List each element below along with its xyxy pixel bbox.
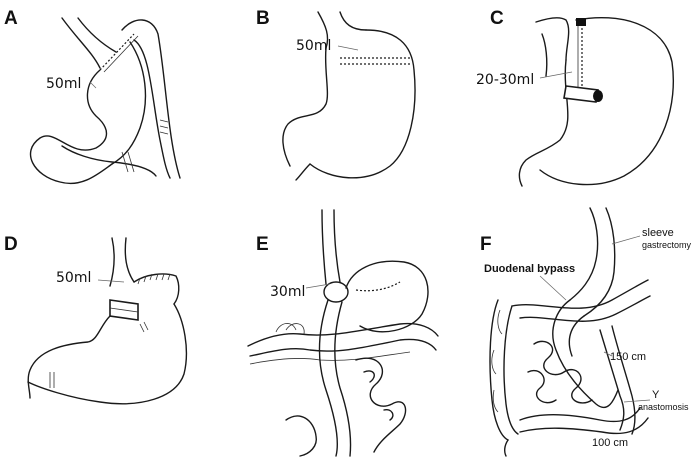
- panel-f-150-leader: [603, 351, 613, 357]
- panel-f-sleeve-left: [569, 207, 599, 301]
- panel-c-leader: [539, 71, 573, 79]
- panel-f-150cm-label: 150 cm: [610, 351, 646, 363]
- panel-a-staple-line: [99, 33, 135, 71]
- panel-f-sleeve-label: sleeve: [642, 227, 674, 239]
- panel-a-esophagus-right: [77, 17, 117, 53]
- panel-e-volume-label: 30ml: [270, 284, 305, 300]
- panel-f-gastrectomy-label: gastrectomy: [642, 240, 692, 250]
- panel-e-intestine-folds: [363, 370, 394, 421]
- panel-d: D 50ml: [4, 234, 188, 405]
- panel-f-limb-inner: [568, 315, 585, 357]
- panel-d-esophagus-right: [124, 237, 135, 283]
- panel-f-colon-transverse-bottom: [519, 295, 651, 322]
- panel-d-esophagus-left: [109, 237, 115, 287]
- panel-e-letter: E: [256, 234, 269, 255]
- panel-f-sleeve-right: [583, 207, 616, 317]
- panel-d-suture-marks: [137, 273, 171, 285]
- panel-e-pouch: [323, 281, 349, 303]
- panel-a-remnant-outer: [121, 19, 181, 179]
- panel-a-anastomosis-marks: [121, 151, 135, 173]
- panel-a-staple-edge: [103, 35, 139, 73]
- panel-c-stomach-lesser-curve: [518, 59, 569, 187]
- panel-f-100cm-label: 100 cm: [592, 437, 628, 449]
- panel-a-esophagus-left: [61, 17, 101, 69]
- panel-a-pouch: [29, 69, 113, 185]
- panel-f-coils-2: [527, 369, 557, 404]
- panel-f-y-label: Y: [652, 389, 660, 401]
- panel-f-coils-1: [533, 340, 593, 404]
- panel-c-esophagus: [535, 17, 570, 61]
- panel-f-colon-left-outer: [489, 299, 509, 441]
- panel-f-colon-end: [503, 439, 509, 457]
- panel-e-staple-line: [355, 281, 401, 292]
- panel-a-suture-marks: [159, 119, 169, 135]
- panel-f: F sleeve gastrectomy Duodenal bypass 150…: [480, 207, 692, 457]
- panel-e-remnant-stomach: [345, 260, 429, 333]
- panel-d-band-divider: [109, 307, 139, 313]
- panel-b-esophagus-right: [339, 11, 367, 31]
- panel-a-loop: [61, 145, 157, 177]
- panel-d-stomach-lesser-curve: [27, 315, 111, 399]
- panel-d-leader: [97, 279, 125, 283]
- panel-e-roux-limb-left: [318, 299, 338, 457]
- panel-b: B 50ml: [256, 8, 416, 181]
- panel-f-colon-haustra: [491, 309, 503, 413]
- panel-a-pouch-right: [111, 41, 147, 165]
- panel-b-volume-label: 50ml: [296, 38, 331, 54]
- panel-e-roux-limb-right: [334, 301, 352, 457]
- panel-a: A 50ml: [4, 8, 181, 185]
- panel-d-lower-sutures: [139, 321, 149, 333]
- panel-a-remnant-inner: [133, 39, 171, 179]
- panel-f-y-leader: [623, 399, 651, 403]
- panel-e-colon-bottom: [249, 338, 437, 357]
- panel-f-common-channel-top: [519, 407, 641, 423]
- panel-f-duodenal-bypass-label: Duodenal bypass: [484, 263, 575, 275]
- panel-a-volume-label: 50ml: [46, 76, 81, 92]
- panel-c-letter: C: [490, 8, 504, 29]
- panel-e-colon-base: [249, 351, 411, 365]
- panel-b-stomach-lesser-curve: [282, 47, 329, 167]
- panel-c: C 20-30ml: [476, 8, 675, 187]
- panel-f-colon-left-inner: [503, 305, 519, 435]
- panel-b-letter: B: [256, 8, 270, 29]
- panel-e-colon-haustra: [275, 323, 305, 335]
- panel-b-esophagus-left: [317, 11, 329, 49]
- panel-e-colon-top: [247, 322, 439, 347]
- panel-b-leader: [337, 45, 359, 51]
- panel-c-volume-label: 20-30ml: [476, 72, 534, 88]
- panel-c-stomach-greater-curve: [539, 16, 675, 186]
- panel-f-letter: F: [480, 234, 492, 255]
- panel-d-letter: D: [4, 234, 18, 255]
- panel-e: E 30ml: [247, 209, 439, 457]
- panel-f-bypass-leader: [539, 275, 567, 301]
- panel-a-leader: [89, 81, 97, 89]
- panel-e-leader: [305, 283, 331, 289]
- panel-a-letter: A: [4, 8, 18, 29]
- panel-e-esophagus-left: [321, 209, 327, 285]
- panel-f-anastomosis-label: anastomosis: [638, 402, 689, 412]
- panel-f-biliary-limb-2: [611, 325, 636, 435]
- panel-c-band: [563, 85, 599, 103]
- panel-d-volume-label: 50ml: [56, 270, 91, 286]
- panel-e-small-intestine: [355, 357, 407, 453]
- panel-f-colon-transverse-top: [511, 279, 649, 309]
- panel-f-alimentary-limb: [552, 299, 619, 409]
- panel-b-stomach-greater-curve: [309, 29, 416, 179]
- panel-b-duodenum: [295, 163, 311, 181]
- panel-c-staple-top-mark: [576, 18, 586, 26]
- panel-d-pylorus-marks: [49, 372, 55, 388]
- panel-e-esophagus-right: [333, 209, 341, 283]
- panel-f-sleeve-leader: [611, 235, 641, 245]
- panel-f-common-channel-bottom: [519, 417, 649, 435]
- panel-c-esophagus-inner: [541, 33, 548, 77]
- panel-d-stomach-greater-curve: [27, 303, 188, 405]
- panel-f-biliary-limb: [599, 329, 625, 431]
- panel-e-lower-loop: [285, 415, 317, 457]
- panel-c-band-buckle: [593, 90, 603, 102]
